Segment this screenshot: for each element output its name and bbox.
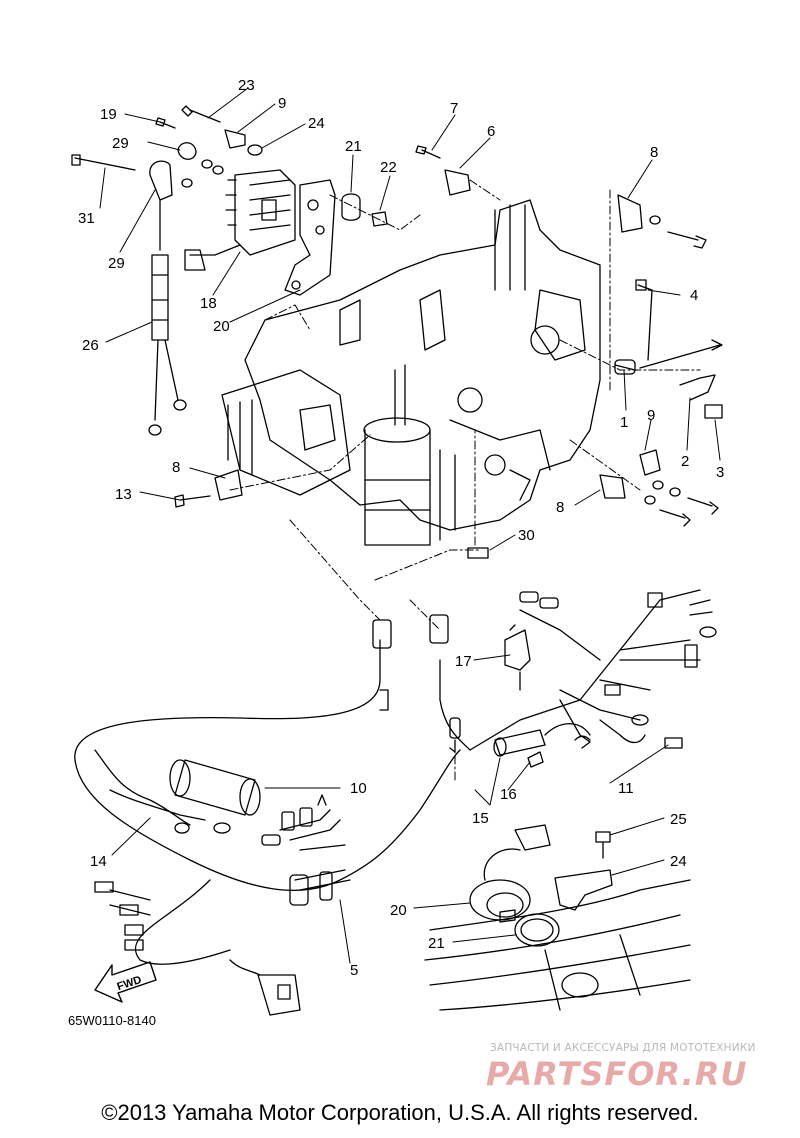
callout-18: 21 (428, 935, 445, 952)
grommet-17 (469, 824, 551, 923)
sleeve-10 (169, 759, 261, 816)
callout-27: 24 (308, 115, 325, 132)
grommet-24 (341, 193, 361, 221)
callout-13: 14 (90, 853, 107, 870)
callout-17: 20 (390, 902, 407, 919)
clip-9-top (224, 129, 246, 149)
callout-3: 3 (716, 464, 724, 481)
callout-11: 11 (618, 780, 634, 797)
clip-6 (444, 169, 471, 196)
callout-9-top: 9 (278, 95, 286, 112)
cable-1 (614, 344, 721, 371)
wire-harness-5 (74, 589, 717, 1016)
bolt-20 (595, 831, 611, 859)
callout-29-top: 29 (112, 135, 129, 152)
callout-29-lower: 29 (108, 255, 125, 272)
cable-tie-31 (71, 154, 136, 171)
bracket-19 (554, 869, 613, 911)
grommet-29-top (177, 142, 197, 160)
callout-30: 30 (518, 527, 535, 544)
bolt-12 (174, 494, 211, 508)
bolt-30 (467, 547, 489, 559)
fuse-holder-14 (493, 723, 591, 757)
callout-leaders (99, 87, 721, 964)
cable-13 (94, 749, 206, 826)
callout-28: 26 (82, 337, 99, 354)
callout-25: 22 (380, 159, 397, 176)
callout-14: 15 (472, 810, 489, 827)
callout-23: 20 (213, 318, 230, 335)
callout-20: 25 (670, 811, 687, 828)
callout-5: 5 (350, 962, 358, 979)
washer-27 (247, 144, 263, 156)
callout-24: 21 (345, 138, 362, 155)
callout-10: 10 (350, 780, 367, 797)
clip-9-right (639, 449, 661, 476)
callout-22: 19 (100, 106, 117, 123)
bolt-11 (664, 737, 683, 749)
callout-31: 31 (78, 210, 95, 227)
clamp-8-lower (599, 474, 626, 499)
callout-8-lower: 8 (556, 499, 564, 516)
fwd-label: FWD (116, 974, 144, 993)
callout-2: 2 (681, 453, 689, 470)
callout-15: 16 (500, 786, 517, 803)
clamp-8-left (214, 469, 243, 501)
clip-16 (504, 629, 531, 671)
callout-9-right: 9 (647, 407, 655, 424)
rectifier-regulator (184, 169, 296, 271)
watermark-brand: PARTSFOR.RU (486, 1055, 748, 1093)
callout-8-left: 8 (172, 459, 180, 476)
callout-26: 23 (238, 77, 255, 94)
copyright-notice: ©2013 Yamaha Motor Corporation, U.S.A. A… (101, 1100, 699, 1125)
bolt-26 (181, 105, 221, 123)
boot-29 (149, 160, 173, 201)
callout-6: 6 (487, 123, 495, 140)
callout-1: 1 (620, 414, 628, 431)
harness-28 (148, 199, 187, 436)
callout-12: 13 (115, 486, 132, 503)
collar-25 (371, 211, 388, 227)
bracket-23 (284, 179, 336, 296)
cable-tie-4 (635, 279, 653, 361)
fuse-15 (527, 751, 544, 768)
callout-21: 18 (200, 295, 217, 312)
callout-4: 4 (690, 287, 698, 304)
cowling-lower (424, 879, 691, 1011)
watermark-tagline: ЗАПЧАСТИ И АКСЕССУАРЫ ДЛЯ МОТОТЕХНИКИ (490, 1042, 756, 1054)
callout-8-top: 8 (650, 144, 658, 161)
clip-2 (679, 374, 716, 401)
callout-7: 7 (450, 100, 458, 117)
seal-18 (514, 913, 560, 947)
engine-block (221, 199, 601, 546)
bolt-3 (704, 404, 723, 419)
leader-lines (229, 179, 701, 781)
drawing-code: 65W0110-8140 (68, 1013, 156, 1028)
bolt-22 (155, 117, 176, 129)
bolt-7 (415, 145, 441, 159)
callout-16: 17 (455, 653, 472, 670)
clamp-8-right (617, 194, 643, 233)
callout-19: 24 (670, 853, 687, 870)
fwd-arrow-icon (94, 961, 157, 1003)
